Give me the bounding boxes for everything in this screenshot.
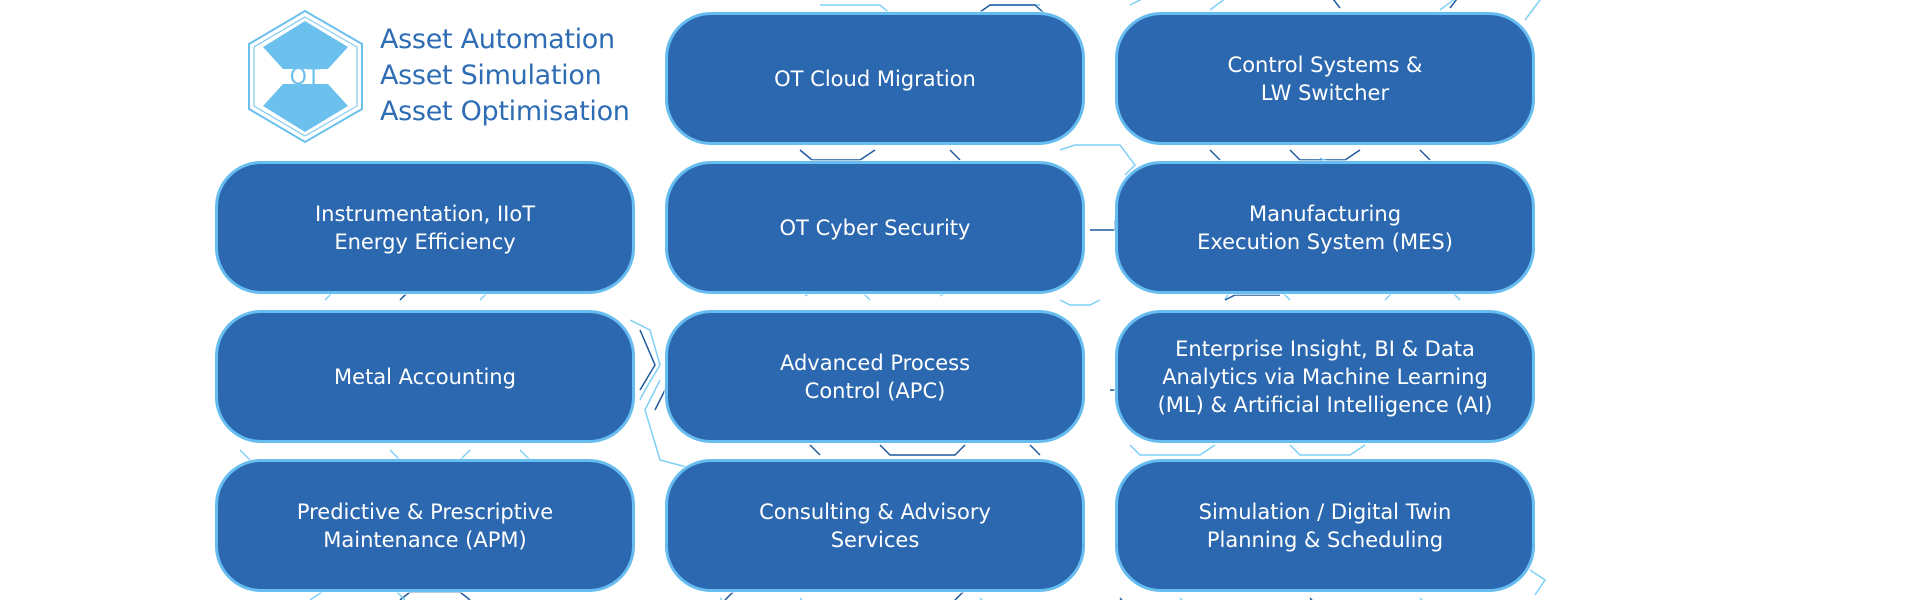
logo-tagline: Asset Automation Asset Simulation Asset … bbox=[380, 22, 630, 130]
tile-label: Predictive & Prescriptive Maintenance (A… bbox=[296, 499, 554, 552]
tile-metal-accounting[interactable]: Metal Accounting bbox=[215, 310, 635, 443]
tile-label: Instrumentation, IIoT Energy Efficiency bbox=[314, 201, 536, 254]
tile-label: Advanced Process Control (APC) bbox=[779, 350, 971, 403]
tile-apc[interactable]: Advanced Process Control (APC) bbox=[665, 310, 1085, 443]
tile-mes[interactable]: Manufacturing Execution System (MES) bbox=[1115, 161, 1535, 294]
tile-instrumentation-iiot[interactable]: Instrumentation, IIoT Energy Efficiency bbox=[215, 161, 635, 294]
tile-ot-cloud-migration[interactable]: OT Cloud Migration bbox=[665, 12, 1085, 145]
tile-control-systems[interactable]: Control Systems & LW Switcher bbox=[1115, 12, 1535, 145]
tile-label: Simulation / Digital Twin Planning & Sch… bbox=[1198, 499, 1452, 552]
tile-ot-cyber-security[interactable]: OT Cyber Security bbox=[665, 161, 1085, 294]
logo-tagline-line-1: Asset Automation bbox=[380, 24, 615, 55]
logo-badge-text: OT bbox=[290, 65, 321, 90]
tile-label: Metal Accounting bbox=[334, 364, 516, 389]
tile-label: OT Cloud Migration bbox=[774, 66, 976, 91]
tile-enterprise-insight[interactable]: Enterprise Insight, BI & Data Analytics … bbox=[1115, 310, 1535, 443]
tile-label: Consulting & Advisory Services bbox=[759, 499, 991, 552]
tile-label: OT Cyber Security bbox=[779, 215, 971, 240]
tile-label: Control Systems & LW Switcher bbox=[1227, 52, 1423, 105]
tile-apm[interactable]: Predictive & Prescriptive Maintenance (A… bbox=[215, 459, 635, 592]
tile-label: Enterprise Insight, BI & Data Analytics … bbox=[1157, 336, 1493, 417]
logo-tagline-line-3: Asset Optimisation bbox=[380, 96, 630, 127]
tile-consulting-advisory[interactable]: Consulting & Advisory Services bbox=[665, 459, 1085, 592]
tile-label: Manufacturing Execution System (MES) bbox=[1197, 201, 1453, 254]
ot-logo-icon: OT bbox=[248, 9, 363, 144]
logo-tagline-line-2: Asset Simulation bbox=[380, 60, 602, 91]
tile-simulation-digital-twin[interactable]: Simulation / Digital Twin Planning & Sch… bbox=[1115, 459, 1535, 592]
